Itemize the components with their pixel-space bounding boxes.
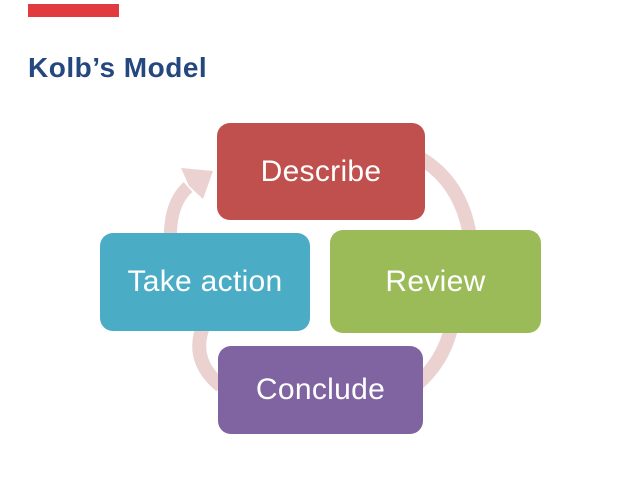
- slide-title: Kolb’s Model: [28, 52, 208, 83]
- cycle-node-review: Review: [330, 230, 541, 333]
- cycle-node-label: Conclude: [255, 373, 386, 406]
- cycle-node-describe: Describe: [217, 123, 425, 220]
- cycle-node-conclude: Conclude: [218, 346, 423, 434]
- cycle-node-take-action: Take action: [100, 233, 310, 331]
- cycle-node-label: Take action: [127, 265, 283, 298]
- cycle-arc-top-right-icon: [416, 151, 477, 238]
- cycle-arrowhead-icon: [181, 168, 213, 199]
- cycle-node-label: Review: [385, 264, 486, 298]
- cycle-node-label: Describe: [260, 154, 382, 188]
- top-accent-bar: [28, 4, 119, 17]
